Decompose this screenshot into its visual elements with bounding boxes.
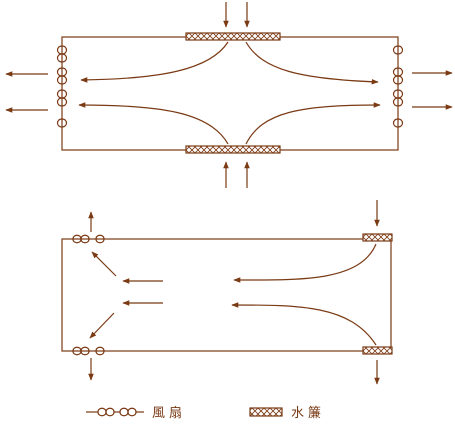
bottom-fan-row-upper	[72, 234, 105, 244]
top-room-outline	[61, 36, 399, 151]
top-fan-column-left	[56, 45, 68, 128]
bottom-diagonal-arrow-upper	[91, 251, 117, 277]
bottom-airflow-curve-upper	[233, 243, 377, 283]
legend-fan-label: 風扇	[152, 405, 186, 421]
top-fan-column-right	[392, 45, 404, 128]
top-water-curtain-lower	[185, 145, 281, 154]
top-airflow-curve-lower-right	[245, 102, 381, 145]
bottom-diagonal-arrow-lower	[89, 312, 115, 339]
top-layout	[5, 2, 453, 188]
legend-fan-symbol	[86, 407, 144, 417]
legend-water-curtain-symbol	[249, 407, 283, 417]
bottom-water-curtain-lower	[362, 346, 393, 355]
bottom-room-outline	[61, 238, 392, 352]
legend	[86, 407, 283, 417]
top-airflow-curve-upper-right	[245, 41, 379, 85]
top-water-curtain-upper	[185, 32, 281, 41]
top-airflow-curve-upper-left	[80, 41, 229, 83]
bottom-airflow-curve-lower	[231, 302, 377, 346]
top-airflow-curve-lower-left	[78, 102, 229, 145]
bottom-layout	[61, 200, 393, 385]
bottom-fan-row-lower	[72, 346, 105, 356]
bottom-water-curtain-upper	[362, 233, 393, 242]
legend-water-curtain-label: 水簾	[291, 405, 325, 421]
